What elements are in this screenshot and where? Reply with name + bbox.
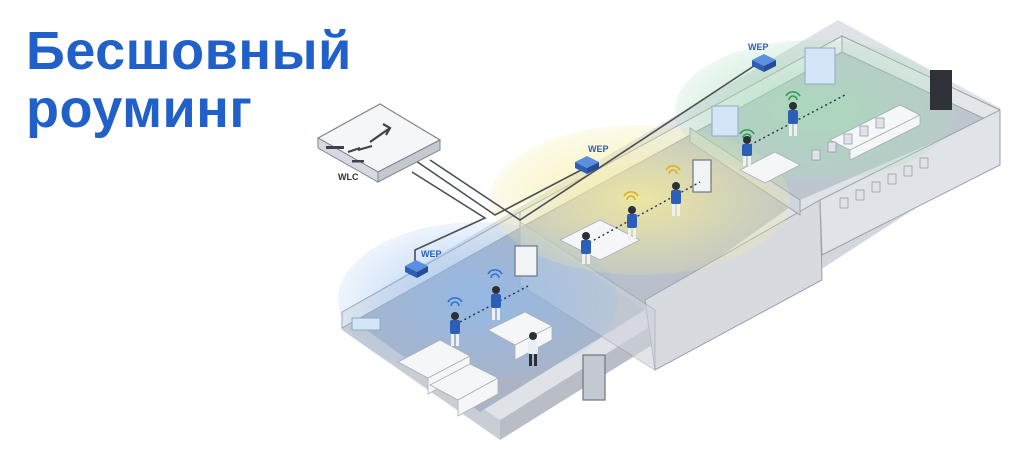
- page-title: Бесшовный роуминг: [26, 22, 352, 138]
- wifi-signal-icon: [623, 165, 681, 201]
- wifi-signal-icon: [739, 91, 801, 139]
- wifi-signal-icon: [447, 269, 503, 307]
- wlc-controller-icon: [316, 103, 442, 183]
- access-point-icon: [752, 54, 776, 72]
- roaming-paths: [459, 94, 846, 323]
- title-line-2: роуминг: [26, 79, 253, 139]
- person-icon: [581, 232, 591, 264]
- person-icon: [491, 286, 501, 320]
- access-point-icon: [405, 260, 428, 278]
- person-icon: [671, 182, 681, 216]
- furniture: [397, 104, 921, 417]
- person-icon: [627, 206, 637, 240]
- ap-label-3: WEP: [748, 42, 769, 52]
- person-icon: [450, 312, 460, 346]
- person-icon: [528, 332, 538, 366]
- ap-label-1: WEP: [421, 249, 442, 259]
- doors: [514, 70, 952, 401]
- person-icon: [742, 136, 752, 166]
- ap-label-2: WEP: [588, 144, 609, 154]
- wlc-label: WLC: [338, 172, 359, 182]
- windows: [351, 47, 836, 331]
- conference-chairs: [811, 117, 929, 209]
- person-icon: [788, 102, 798, 136]
- access-point-icon: [575, 156, 599, 174]
- title-line-1: Бесшовный: [26, 21, 352, 81]
- network-cables: [399, 61, 761, 262]
